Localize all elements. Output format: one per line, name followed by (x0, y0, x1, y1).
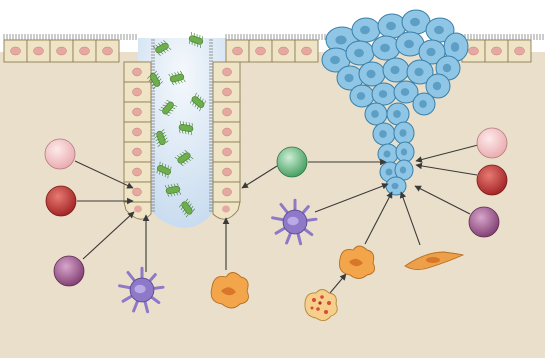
cell-nucleus (133, 168, 142, 176)
cell-nucleus (223, 128, 232, 136)
tumor-nucleus (371, 110, 379, 118)
tumor-nucleus (354, 49, 364, 57)
tumor-nucleus (390, 66, 399, 74)
tumor-nucleus (379, 90, 387, 98)
tumor-nucleus (335, 35, 346, 44)
cell-nucleus (11, 47, 21, 55)
cell-nucleus (133, 128, 142, 136)
tumor-nucleus (401, 88, 409, 96)
red-plasma-cell-right (477, 165, 507, 195)
lamina-propria (0, 52, 545, 358)
cell-nucleus (223, 108, 232, 116)
cell-nucleus (133, 88, 142, 96)
cell-nucleus (492, 47, 502, 55)
cell-nucleus (302, 47, 312, 55)
cell-nucleus (279, 47, 289, 55)
tumor-nucleus (400, 129, 407, 137)
purple-eosinophil-left (54, 256, 84, 286)
tumor-nucleus (344, 74, 353, 82)
purple-eosinophil-right (469, 207, 499, 237)
tumor-nucleus (386, 169, 393, 176)
cell-nucleus (515, 47, 525, 55)
cell-nucleus (134, 206, 142, 213)
tumor-nucleus (330, 56, 340, 64)
tumor-nucleus (400, 167, 406, 174)
tumor-nucleus (384, 151, 391, 158)
tumor-nucleus (451, 42, 459, 52)
tumor-nucleus (410, 18, 420, 26)
tumor-nucleus (404, 40, 414, 48)
cell-nucleus (133, 108, 142, 116)
cell-nucleus (223, 168, 232, 176)
granulocyte-spotted (305, 290, 337, 321)
dendritic-nucleus (134, 285, 145, 293)
tumor-nucleus (434, 26, 444, 34)
cell-nucleus (223, 188, 232, 196)
cell-nucleus (222, 206, 230, 213)
tumor-nucleus (401, 149, 407, 156)
tumor-nucleus (379, 130, 387, 138)
tumor-nucleus (433, 82, 441, 90)
cell-nucleus (223, 68, 232, 76)
pink-lymphocyte-left (45, 139, 75, 169)
cell-nucleus (469, 47, 479, 55)
tumor-nucleus (386, 22, 396, 30)
cell-nucleus (133, 68, 142, 76)
cell-nucleus (256, 47, 266, 55)
cell-nucleus (103, 47, 113, 55)
tumor-nucleus (393, 110, 401, 118)
pink-lymphocyte-right (477, 128, 507, 158)
tumor-nucleus (414, 68, 423, 76)
cell-nucleus (133, 188, 142, 196)
tumor-nucleus (380, 44, 390, 52)
tumor-nucleus (360, 26, 370, 34)
tumor-nucleus (392, 183, 399, 189)
cell-nucleus (233, 47, 243, 55)
cell-nucleus (223, 88, 232, 96)
tumor-nucleus (357, 92, 365, 100)
green-regulatory-cell (277, 147, 307, 177)
tumor-nucleus (443, 64, 451, 72)
tumor-nucleus (419, 100, 427, 108)
tumor-nucleus (366, 70, 375, 78)
red-plasma-cell-left (46, 186, 76, 216)
cell-nucleus (223, 148, 232, 156)
macrophage-middle (339, 246, 374, 279)
cell-nucleus (34, 47, 44, 55)
cell-nucleus (133, 148, 142, 156)
macrophage-bottom (211, 273, 248, 309)
dendritic-nucleus (287, 217, 298, 225)
tumor-nucleus (426, 48, 435, 56)
cell-nucleus (80, 47, 90, 55)
cell-nucleus (57, 47, 67, 55)
